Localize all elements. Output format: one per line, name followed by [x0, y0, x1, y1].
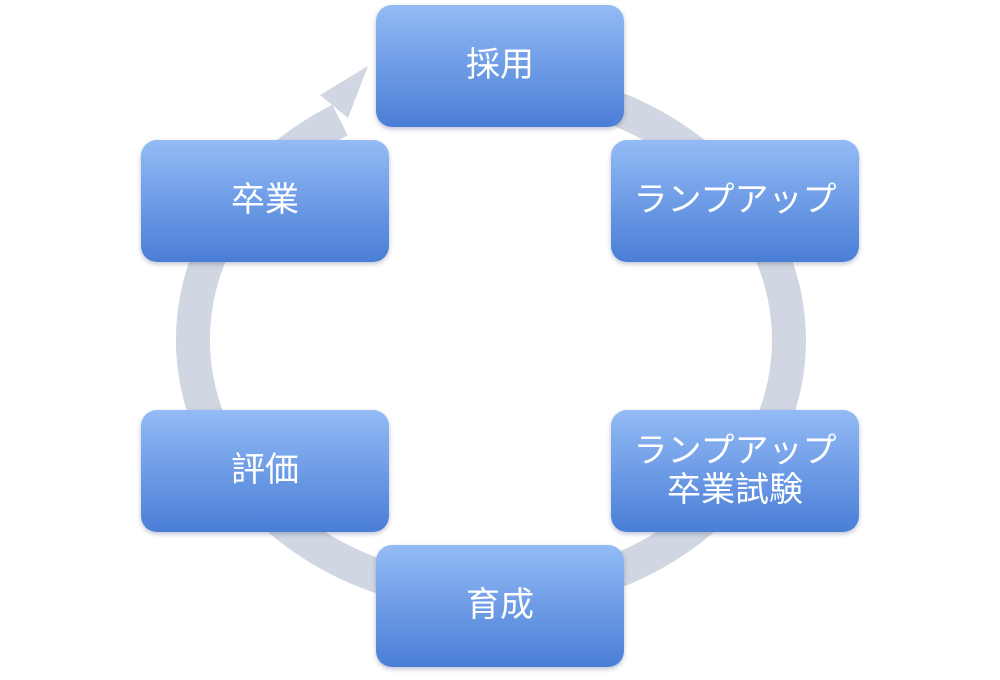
node-hiring: 採用 [376, 5, 624, 127]
node-rampup-label: ランプアップ [633, 180, 837, 221]
node-graduation-label: 卒業 [231, 180, 299, 221]
cycle-arrowhead [320, 66, 368, 118]
node-rampup-exam-label-line1: ランプアップ [633, 430, 837, 471]
node-graduation: 卒業 [141, 140, 389, 262]
node-hiring-label: 採用 [466, 45, 534, 86]
node-training-label: 育成 [466, 585, 534, 626]
node-rampup-exam-label-line2: 卒業試験 [667, 470, 803, 510]
node-rampup: ランプアップ [611, 140, 859, 262]
node-rampup-exam: ランプアップ 卒業試験 [611, 410, 859, 532]
node-evaluation-label: 評価 [231, 450, 299, 491]
node-training: 育成 [376, 545, 624, 667]
node-evaluation: 評価 [141, 410, 389, 532]
